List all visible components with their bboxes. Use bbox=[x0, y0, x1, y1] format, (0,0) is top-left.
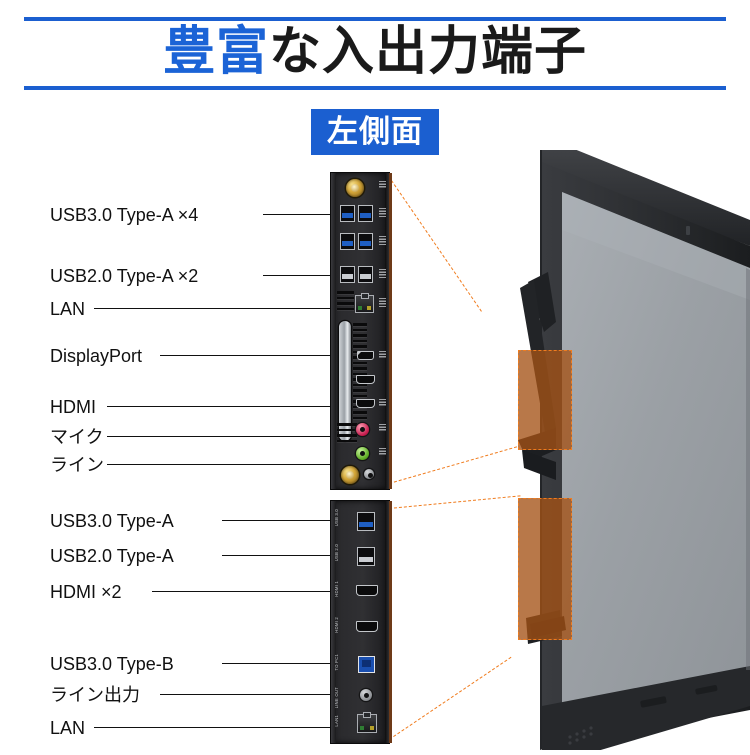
dvi-slot-icon bbox=[339, 321, 351, 441]
usb2-port-icon bbox=[357, 547, 375, 566]
aux-jack-icon bbox=[364, 469, 374, 479]
display-panel-perspective bbox=[500, 132, 750, 755]
line-jack-icon bbox=[356, 447, 369, 460]
leader-line bbox=[222, 555, 330, 556]
label-line-in: ライン bbox=[50, 455, 104, 475]
leader-line bbox=[222, 520, 330, 521]
antenna-connector-icon bbox=[346, 179, 364, 197]
upper-io-panel bbox=[330, 172, 392, 490]
silkscreen-label: HDMI 2 bbox=[334, 617, 339, 633]
header-rule-top bbox=[24, 17, 726, 21]
label-line-out: ライン出力 bbox=[50, 685, 140, 705]
silkscreen-mark bbox=[379, 208, 386, 218]
silkscreen-label: USB 2.0 bbox=[334, 544, 339, 562]
leader-line bbox=[107, 436, 330, 437]
usb2-port-icon bbox=[358, 266, 373, 283]
mic-jack-icon bbox=[356, 423, 369, 436]
callout-line-1 bbox=[388, 176, 482, 312]
leader-line bbox=[152, 591, 330, 592]
page-title-highlight: 豊富 bbox=[162, 23, 269, 81]
label-lan-upper: LAN bbox=[50, 299, 86, 319]
hdmi-port-icon bbox=[356, 585, 378, 596]
leader-line bbox=[107, 406, 330, 407]
monitor-svg bbox=[518, 132, 750, 755]
usb3-port-icon bbox=[340, 233, 355, 250]
silkscreen-label: USB 3.0 bbox=[334, 509, 339, 527]
label-hdmi-x2: HDMI ×2 bbox=[50, 582, 122, 602]
usb3-port-icon bbox=[358, 233, 373, 250]
silkscreen-mark bbox=[379, 351, 386, 359]
usb2-port-icon bbox=[340, 266, 355, 283]
side-badge: 左側面 bbox=[311, 109, 439, 155]
hdmi-port-icon bbox=[356, 375, 375, 384]
leader-line bbox=[222, 663, 330, 664]
panel-right-edge bbox=[385, 173, 389, 489]
silkscreen-label: LINE OUT bbox=[334, 687, 339, 709]
label-usb3-type-a: USB3.0 Type-A bbox=[50, 511, 174, 531]
header-rule-bottom bbox=[24, 86, 726, 90]
page-title: 豊富な入出力端子 bbox=[0, 22, 750, 82]
leader-line bbox=[263, 275, 330, 276]
vent-slots bbox=[337, 291, 354, 313]
label-hdmi-upper: HDMI bbox=[50, 397, 96, 417]
lower-io-panel: USB 3.0 USB 2.0 HDMI 1 HDMI 2 TO PC1 LIN… bbox=[330, 500, 392, 744]
silkscreen-mark bbox=[379, 269, 386, 279]
leader-line bbox=[160, 694, 330, 695]
hdmi-port-icon bbox=[356, 399, 375, 408]
silkscreen-mark bbox=[379, 448, 386, 456]
silkscreen-label: LAN1 bbox=[334, 715, 339, 727]
panel-bronze-strip bbox=[389, 173, 392, 489]
leader-line bbox=[263, 214, 330, 215]
page-title-rest: な入出力端子 bbox=[269, 23, 588, 81]
displayport-icon bbox=[357, 351, 374, 360]
silkscreen-label: TO PC1 bbox=[334, 654, 339, 671]
panel-left-edge bbox=[331, 173, 336, 489]
usb-b-port-icon bbox=[358, 656, 375, 673]
leader-line bbox=[94, 308, 330, 309]
silkscreen-mark bbox=[379, 298, 386, 308]
vent-slots bbox=[337, 423, 357, 445]
leader-line bbox=[94, 727, 330, 728]
panel-left-edge bbox=[331, 501, 336, 743]
silkscreen-mark bbox=[379, 181, 386, 189]
label-usb2-type-a-x2: USB2.0 Type-A ×2 bbox=[50, 266, 199, 286]
highlight-region-lower bbox=[518, 498, 572, 640]
usb3-port-icon bbox=[358, 205, 373, 222]
lan-port-icon bbox=[355, 293, 374, 313]
label-usb3-type-a-x4: USB3.0 Type-A ×4 bbox=[50, 205, 199, 225]
label-displayport: DisplayPort bbox=[50, 346, 143, 366]
highlight-region-upper bbox=[518, 350, 572, 450]
hdmi-port-icon bbox=[356, 621, 378, 632]
line-out-jack-icon bbox=[360, 689, 372, 701]
label-lan-lower: LAN bbox=[50, 718, 86, 738]
usb3-port-icon bbox=[357, 512, 375, 531]
panel-bronze-strip bbox=[389, 501, 392, 743]
usb3-port-icon bbox=[340, 205, 355, 222]
silkscreen-mark bbox=[379, 424, 386, 432]
label-usb2-type-a: USB2.0 Type-A bbox=[50, 546, 174, 566]
antenna-connector-icon bbox=[341, 466, 359, 484]
silkscreen-mark bbox=[379, 236, 386, 246]
callout-line-2 bbox=[389, 446, 518, 484]
leader-line bbox=[160, 355, 330, 356]
silkscreen-label: HDMI 1 bbox=[334, 581, 339, 597]
lan-port-icon bbox=[357, 712, 377, 733]
callout-line-4 bbox=[389, 656, 512, 740]
label-mic: マイク bbox=[50, 427, 104, 447]
leader-line bbox=[107, 464, 330, 465]
panel-right-edge bbox=[385, 501, 389, 743]
label-usb3-type-b: USB3.0 Type-B bbox=[50, 654, 174, 674]
silkscreen-mark bbox=[379, 399, 386, 407]
